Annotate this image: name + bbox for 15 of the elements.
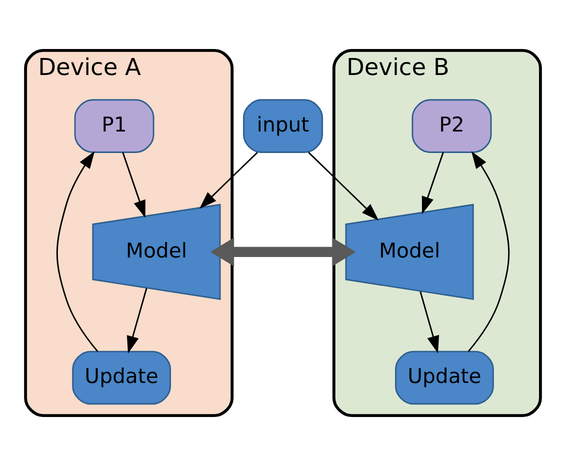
node-box: input <box>243 98 323 152</box>
arrow <box>422 152 444 214</box>
arrow <box>468 150 510 352</box>
arrow <box>308 151 379 220</box>
arrow <box>420 290 440 353</box>
arrow <box>122 152 146 218</box>
node-box: P1 <box>74 98 154 152</box>
node-box: P2 <box>412 98 492 152</box>
arrow <box>210 236 356 266</box>
node-box: Update <box>395 350 494 404</box>
arrow <box>56 150 98 352</box>
arrow <box>126 288 148 354</box>
node-box: Update <box>72 350 171 404</box>
arrow <box>199 151 258 208</box>
node-box: Model <box>92 203 221 300</box>
